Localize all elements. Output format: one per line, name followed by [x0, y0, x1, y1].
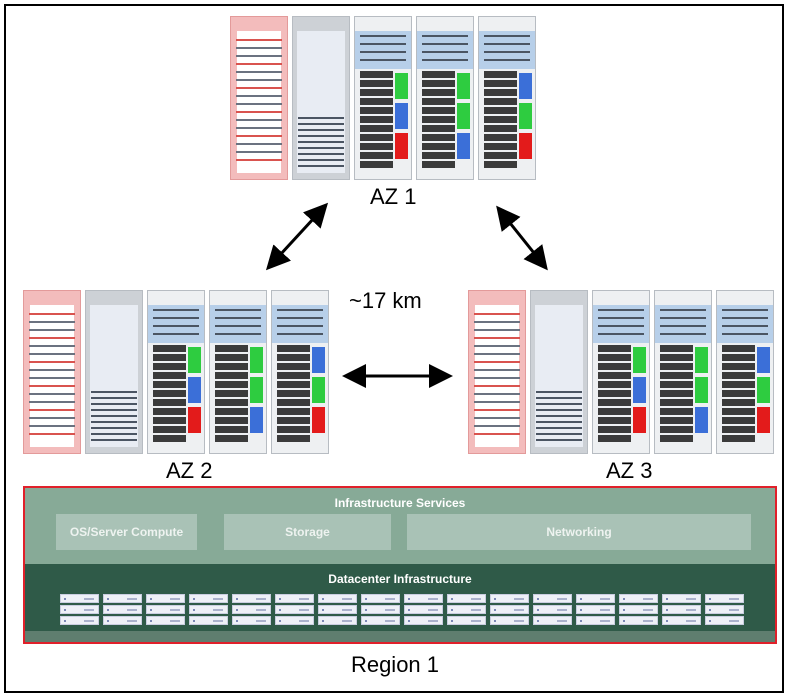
server-unit [318, 594, 357, 603]
server-unit [490, 616, 529, 625]
server-unit [619, 616, 658, 625]
server-unit [103, 616, 142, 625]
service-networking: Networking [407, 514, 751, 550]
server-unit [361, 594, 400, 603]
rack-work [147, 290, 205, 454]
rack-work [271, 290, 329, 454]
server-unit [232, 605, 271, 614]
server-unit [533, 616, 572, 625]
service-os-server-compute: OS/Server Compute [56, 514, 197, 550]
distance-label: ~17 km [349, 288, 422, 313]
service-storage: Storage [224, 514, 391, 550]
availability-zone-1 [230, 16, 536, 180]
rack-mgmt [530, 290, 588, 454]
server-unit [189, 605, 228, 614]
server-unit [146, 594, 185, 603]
server-unit [189, 616, 228, 625]
server-unit [232, 616, 271, 625]
diagram-frame [4, 4, 784, 693]
server-unit [447, 594, 486, 603]
server-unit [404, 594, 443, 603]
arrow-az1-az3 [496, 205, 548, 271]
az1-label: AZ 1 [370, 184, 417, 209]
server-unit [318, 605, 357, 614]
arrow-az1-az2 [265, 202, 329, 271]
datacenter-infrastructure-band: Datacenter Infrastructure [25, 564, 775, 631]
server-unit [318, 616, 357, 625]
rack-work [478, 16, 536, 180]
service-label: OS/Server Compute [69, 525, 184, 539]
server-unit [146, 605, 185, 614]
service-label: Storage [285, 525, 330, 539]
infrastructure-services-band: Infrastructure Services OS/Server Comput… [25, 488, 775, 564]
rack-security [230, 16, 288, 180]
rack-work [354, 16, 412, 180]
rack-work [716, 290, 774, 454]
rack-work [654, 290, 712, 454]
infrastructure-services-title: Infrastructure Services [334, 496, 466, 510]
server-unit [60, 605, 99, 614]
region-label: Region 1 [350, 652, 440, 677]
server-unit [576, 594, 615, 603]
server-unit [490, 594, 529, 603]
az3-label: AZ 3 [606, 458, 653, 483]
server-unit [232, 594, 271, 603]
server-unit [60, 594, 99, 603]
datacenter-infrastructure-title: Datacenter Infrastructure [328, 572, 472, 586]
server-unit [275, 616, 314, 625]
server-unit [490, 605, 529, 614]
rack-work [209, 290, 267, 454]
server-unit [705, 605, 744, 614]
server-unit [662, 616, 701, 625]
rack-work [592, 290, 650, 454]
server-unit [275, 605, 314, 614]
rack-work [416, 16, 474, 180]
server-unit [619, 605, 658, 614]
server-unit [361, 605, 400, 614]
server-unit [361, 616, 400, 625]
server-unit [662, 605, 701, 614]
server-grid [60, 594, 744, 625]
server-unit [103, 594, 142, 603]
server-unit [662, 594, 701, 603]
server-unit [533, 605, 572, 614]
server-unit [705, 594, 744, 603]
server-unit [447, 605, 486, 614]
server-unit [103, 605, 142, 614]
az2-label: AZ 2 [166, 458, 213, 483]
server-unit [576, 616, 615, 625]
region-panel: Infrastructure Services OS/Server Comput… [23, 486, 777, 644]
server-unit [60, 616, 99, 625]
availability-zone-3 [468, 290, 774, 454]
server-unit [275, 594, 314, 603]
server-unit [533, 594, 572, 603]
server-unit [619, 594, 658, 603]
rack-mgmt [292, 16, 350, 180]
server-unit [404, 605, 443, 614]
rack-security [23, 290, 81, 454]
rack-mgmt [85, 290, 143, 454]
server-unit [146, 616, 185, 625]
rack-security [468, 290, 526, 454]
server-unit [576, 605, 615, 614]
server-unit [404, 616, 443, 625]
availability-zone-2 [23, 290, 329, 454]
server-unit [189, 594, 228, 603]
service-label: Networking [546, 525, 612, 539]
server-unit [705, 616, 744, 625]
server-unit [447, 616, 486, 625]
